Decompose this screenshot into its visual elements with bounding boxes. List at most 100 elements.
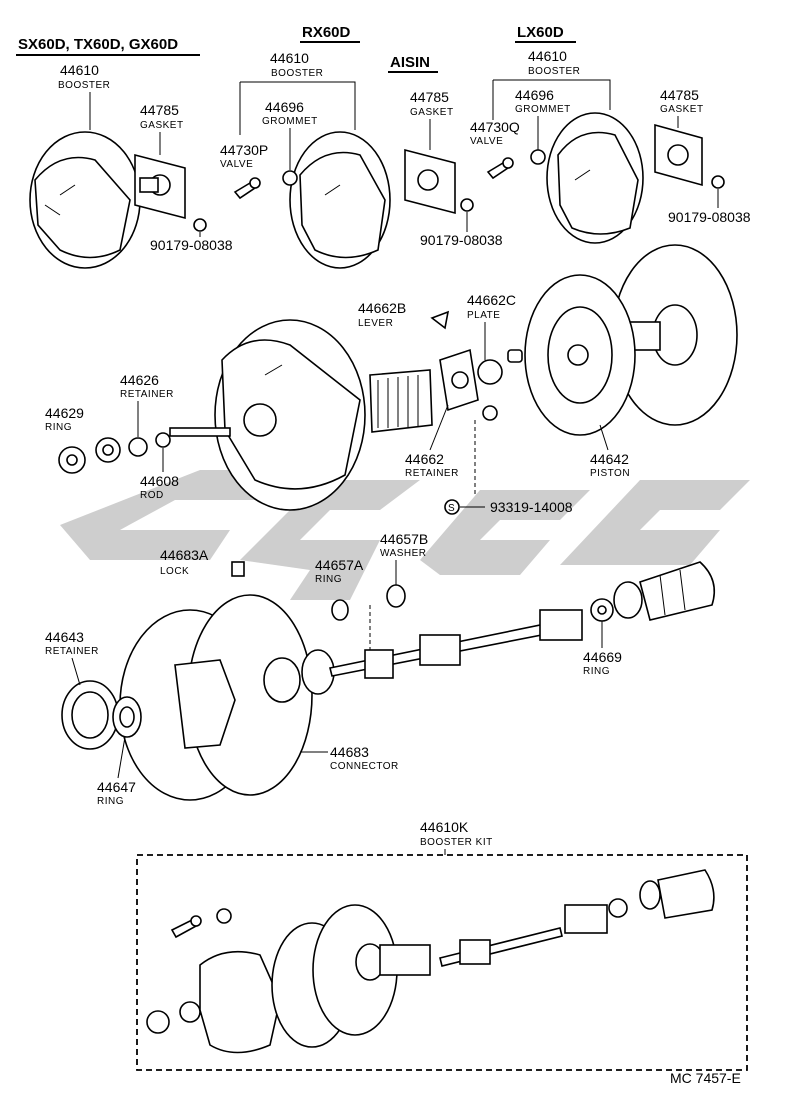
header-lx60d: LX60D: [517, 24, 564, 41]
label-name: RETAINER: [45, 646, 99, 657]
screw-symbol-circle: [444, 499, 460, 515]
header-rx60d: RX60D: [302, 24, 351, 41]
booster-front-shell: [214, 319, 366, 511]
booster-mid: [289, 131, 391, 269]
label-num: 44683A: [160, 547, 209, 563]
ring-44647: [112, 696, 142, 738]
retainer-44643: [61, 680, 119, 750]
kit-box: [136, 854, 748, 1071]
plate-44662c: [477, 349, 523, 421]
label-num: 44730Q: [470, 119, 520, 135]
label-num: 44610: [60, 62, 99, 78]
label-name: VALVE: [470, 136, 503, 147]
label-num: 44647: [97, 779, 136, 795]
label-num: 44610K: [420, 819, 469, 835]
label-name: LOCK: [160, 566, 189, 577]
label-name: PISTON: [590, 468, 630, 479]
kit-parts: [146, 869, 715, 1054]
piston-assembly: [524, 244, 738, 436]
lock-44683a: [231, 561, 245, 577]
push-rod: [169, 427, 231, 437]
ring-44657a: [331, 599, 349, 621]
label-name: RING: [315, 574, 342, 585]
screw-symbol: S: [448, 503, 455, 514]
label-num: 44642: [590, 451, 629, 467]
leader-line: [599, 424, 609, 451]
label-name: RETAINER: [405, 468, 459, 479]
diagram-code: MC 7457-E: [670, 1070, 741, 1086]
nut-left: [193, 218, 207, 232]
header-aisin: AISIN: [390, 54, 430, 71]
label-num: 44657A: [315, 557, 364, 573]
ring-44669: [590, 598, 614, 622]
label-num: 90179-08038: [150, 237, 233, 253]
booster-right: [546, 112, 644, 244]
leader-bracket: [239, 81, 356, 135]
valve-mid: [233, 177, 261, 200]
label-num: 44626: [120, 372, 159, 388]
nut-right: [711, 175, 725, 189]
label-name: GROMMET: [262, 116, 318, 127]
retainer-44626: [95, 437, 148, 463]
label-name: RING: [97, 796, 124, 807]
label-name: BOOSTER KIT: [420, 837, 493, 848]
label-num: 44608: [140, 473, 179, 489]
washer-44657b: [386, 584, 406, 608]
ring-44629: [58, 446, 86, 474]
label-num: 44669: [583, 649, 622, 665]
label-num: 44696: [265, 99, 304, 115]
label-name: RING: [583, 666, 610, 677]
valve-right: [486, 157, 514, 180]
label-name: GASKET: [660, 104, 704, 115]
booster-rear-shell: [119, 594, 335, 801]
label-name: BOOSTER: [528, 66, 580, 77]
retainer-plate: [439, 348, 479, 412]
nut-mid: [460, 198, 474, 212]
label-num: 90179-08038: [668, 209, 751, 225]
label-num: 93319-14008: [490, 499, 573, 515]
gasket-right: [654, 123, 703, 187]
label-name: RING: [45, 422, 72, 433]
label-num: 44785: [660, 87, 699, 103]
label-num: 44610: [270, 50, 309, 66]
label-num: 44629: [45, 405, 84, 421]
label-name: PLATE: [467, 310, 500, 321]
label-name: BOOSTER: [58, 80, 110, 91]
gasket-left: [134, 153, 186, 220]
lever-44662b: [430, 310, 450, 330]
boot-bellows: [613, 561, 716, 621]
valve-piston-shaft: [329, 609, 583, 679]
label-num: 44785: [410, 89, 449, 105]
label-num: 44643: [45, 629, 84, 645]
label-num: 44696: [515, 87, 554, 103]
rod-44608: [155, 432, 171, 448]
label-num: 44785: [140, 102, 179, 118]
gasket-mid: [404, 148, 456, 215]
label-num: 44657B: [380, 531, 428, 547]
label-name: GASKET: [410, 107, 454, 118]
grommet-right: [530, 149, 546, 165]
label-name: RETAINER: [120, 389, 174, 400]
leader-bracket: [492, 79, 611, 120]
leader-line: [71, 657, 81, 686]
grommet-mid: [282, 170, 298, 186]
diaphragm-spring: [369, 369, 433, 433]
label-num: 44662C: [467, 292, 516, 308]
booster-left: [29, 131, 141, 269]
label-num: 44662B: [358, 300, 406, 316]
label-num: 44610: [528, 48, 567, 64]
label-num: 44730P: [220, 142, 268, 158]
label-num: 44683: [330, 744, 369, 760]
leader-line: [117, 736, 126, 779]
label-name: VALVE: [220, 159, 253, 170]
watermark: [60, 470, 750, 600]
label-name: CONNECTOR: [330, 761, 399, 772]
label-name: WASHER: [380, 548, 427, 559]
label-name: GASKET: [140, 120, 184, 131]
label-name: BOOSTER: [271, 68, 323, 79]
label-num: 44662: [405, 451, 444, 467]
header-sx-tx-gx: SX60D, TX60D, GX60D: [18, 36, 178, 53]
label-num: 90179-08038: [420, 232, 503, 248]
label-name: ROD: [140, 490, 164, 501]
